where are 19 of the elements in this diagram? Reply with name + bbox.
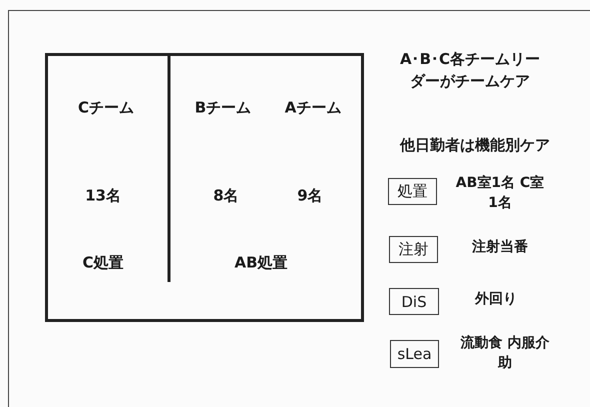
- team-text: C処置: [82, 254, 124, 272]
- heading-text: 他日勤者は機能別ケア: [400, 135, 550, 155]
- frame-box: [45, 53, 364, 322]
- team-text: 8名: [213, 186, 239, 206]
- team-text: Aチーム: [284, 98, 342, 118]
- label-box: 処置: [388, 178, 437, 205]
- beside-text: 流動食 内服介助: [460, 334, 550, 373]
- beside-text: 注射当番: [471, 238, 529, 257]
- label-box: 注射: [389, 236, 438, 263]
- beside-text: 外回り: [474, 290, 518, 309]
- team-text: AB処置: [234, 254, 288, 272]
- team-text: Cチーム: [78, 98, 134, 118]
- team-text: 9名: [297, 186, 323, 206]
- heading-text: A･B･C各チームリーダーがチームケア: [398, 49, 542, 92]
- beside-text: AB室1名 C室1名: [455, 174, 545, 213]
- team-text: 13名: [85, 186, 121, 206]
- team-text: Bチーム: [194, 98, 252, 118]
- label-box: sLea: [390, 340, 439, 368]
- label-box: DiS: [389, 288, 439, 315]
